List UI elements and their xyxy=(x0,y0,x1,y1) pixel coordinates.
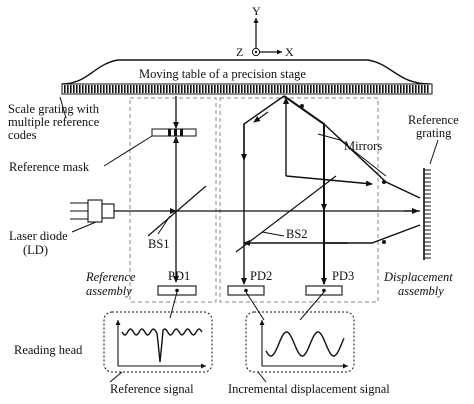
laser-diode-label-line1: Laser diode xyxy=(9,229,68,243)
laser-diode xyxy=(70,199,115,223)
coordinate-axes: Y Z X xyxy=(236,4,294,59)
incremental-signal-plot xyxy=(259,320,348,369)
reference-assembly-label-line2: assembly xyxy=(86,284,132,298)
mirrors-label: Mirrors xyxy=(344,139,382,153)
reference-signal-box xyxy=(103,311,213,373)
incremental-signal-box xyxy=(245,311,355,373)
reference-assembly-label-line1: Reference xyxy=(85,270,136,284)
reference-assembly-box xyxy=(129,97,217,303)
photodetector-pd1 xyxy=(157,285,197,296)
displacement-assembly-box xyxy=(219,97,379,303)
pd3-label: PD3 xyxy=(332,269,354,283)
moving-table-label: Moving table of a precision stage xyxy=(139,67,306,81)
reference-signal-waveform xyxy=(121,328,203,363)
reference-signal-plot xyxy=(115,320,206,369)
laser-diode-label-line2: (LD) xyxy=(23,243,48,257)
y-axis-label: Y xyxy=(252,4,261,18)
bs1-label: BS1 xyxy=(148,237,170,251)
reference-grating xyxy=(423,168,431,260)
incremental-signal-label: Incremental displacement signal xyxy=(228,382,390,396)
moving-table-outline xyxy=(61,59,431,85)
scale-grating-label-line2: multiple reference xyxy=(8,115,100,129)
pd1-label: PD1 xyxy=(168,269,190,283)
beam-splitter-2 xyxy=(235,175,337,253)
scale-grating-label-line3: codes xyxy=(8,128,37,142)
reference-grating-label-line1: Reference xyxy=(408,113,459,127)
z-axis-label: Z xyxy=(236,45,243,59)
x-axis-label: X xyxy=(285,45,294,59)
reference-signal-label: Reference signal xyxy=(110,382,194,396)
displacement-assembly-label-line1: Displacement xyxy=(383,270,453,284)
reading-head-label: Reading head xyxy=(14,343,83,357)
reference-grating-label-line2: grating xyxy=(416,126,452,140)
displacement-assembly-label-line2: assembly xyxy=(398,284,444,298)
photodetector-pd3 xyxy=(305,285,343,296)
scale-grating-ticks xyxy=(64,85,429,93)
pd2-label: PD2 xyxy=(250,269,272,283)
incremental-signal-waveform xyxy=(265,331,345,357)
scale-grating-label-line1: Scale grating with xyxy=(8,102,100,116)
beam-splitter-1 xyxy=(147,185,207,237)
photodetector-pd2 xyxy=(227,285,265,296)
reference-mask-label: Reference mask xyxy=(9,160,90,174)
displacement-beams xyxy=(241,95,421,285)
bs2-label: BS2 xyxy=(286,227,308,241)
mirrors xyxy=(300,104,386,244)
